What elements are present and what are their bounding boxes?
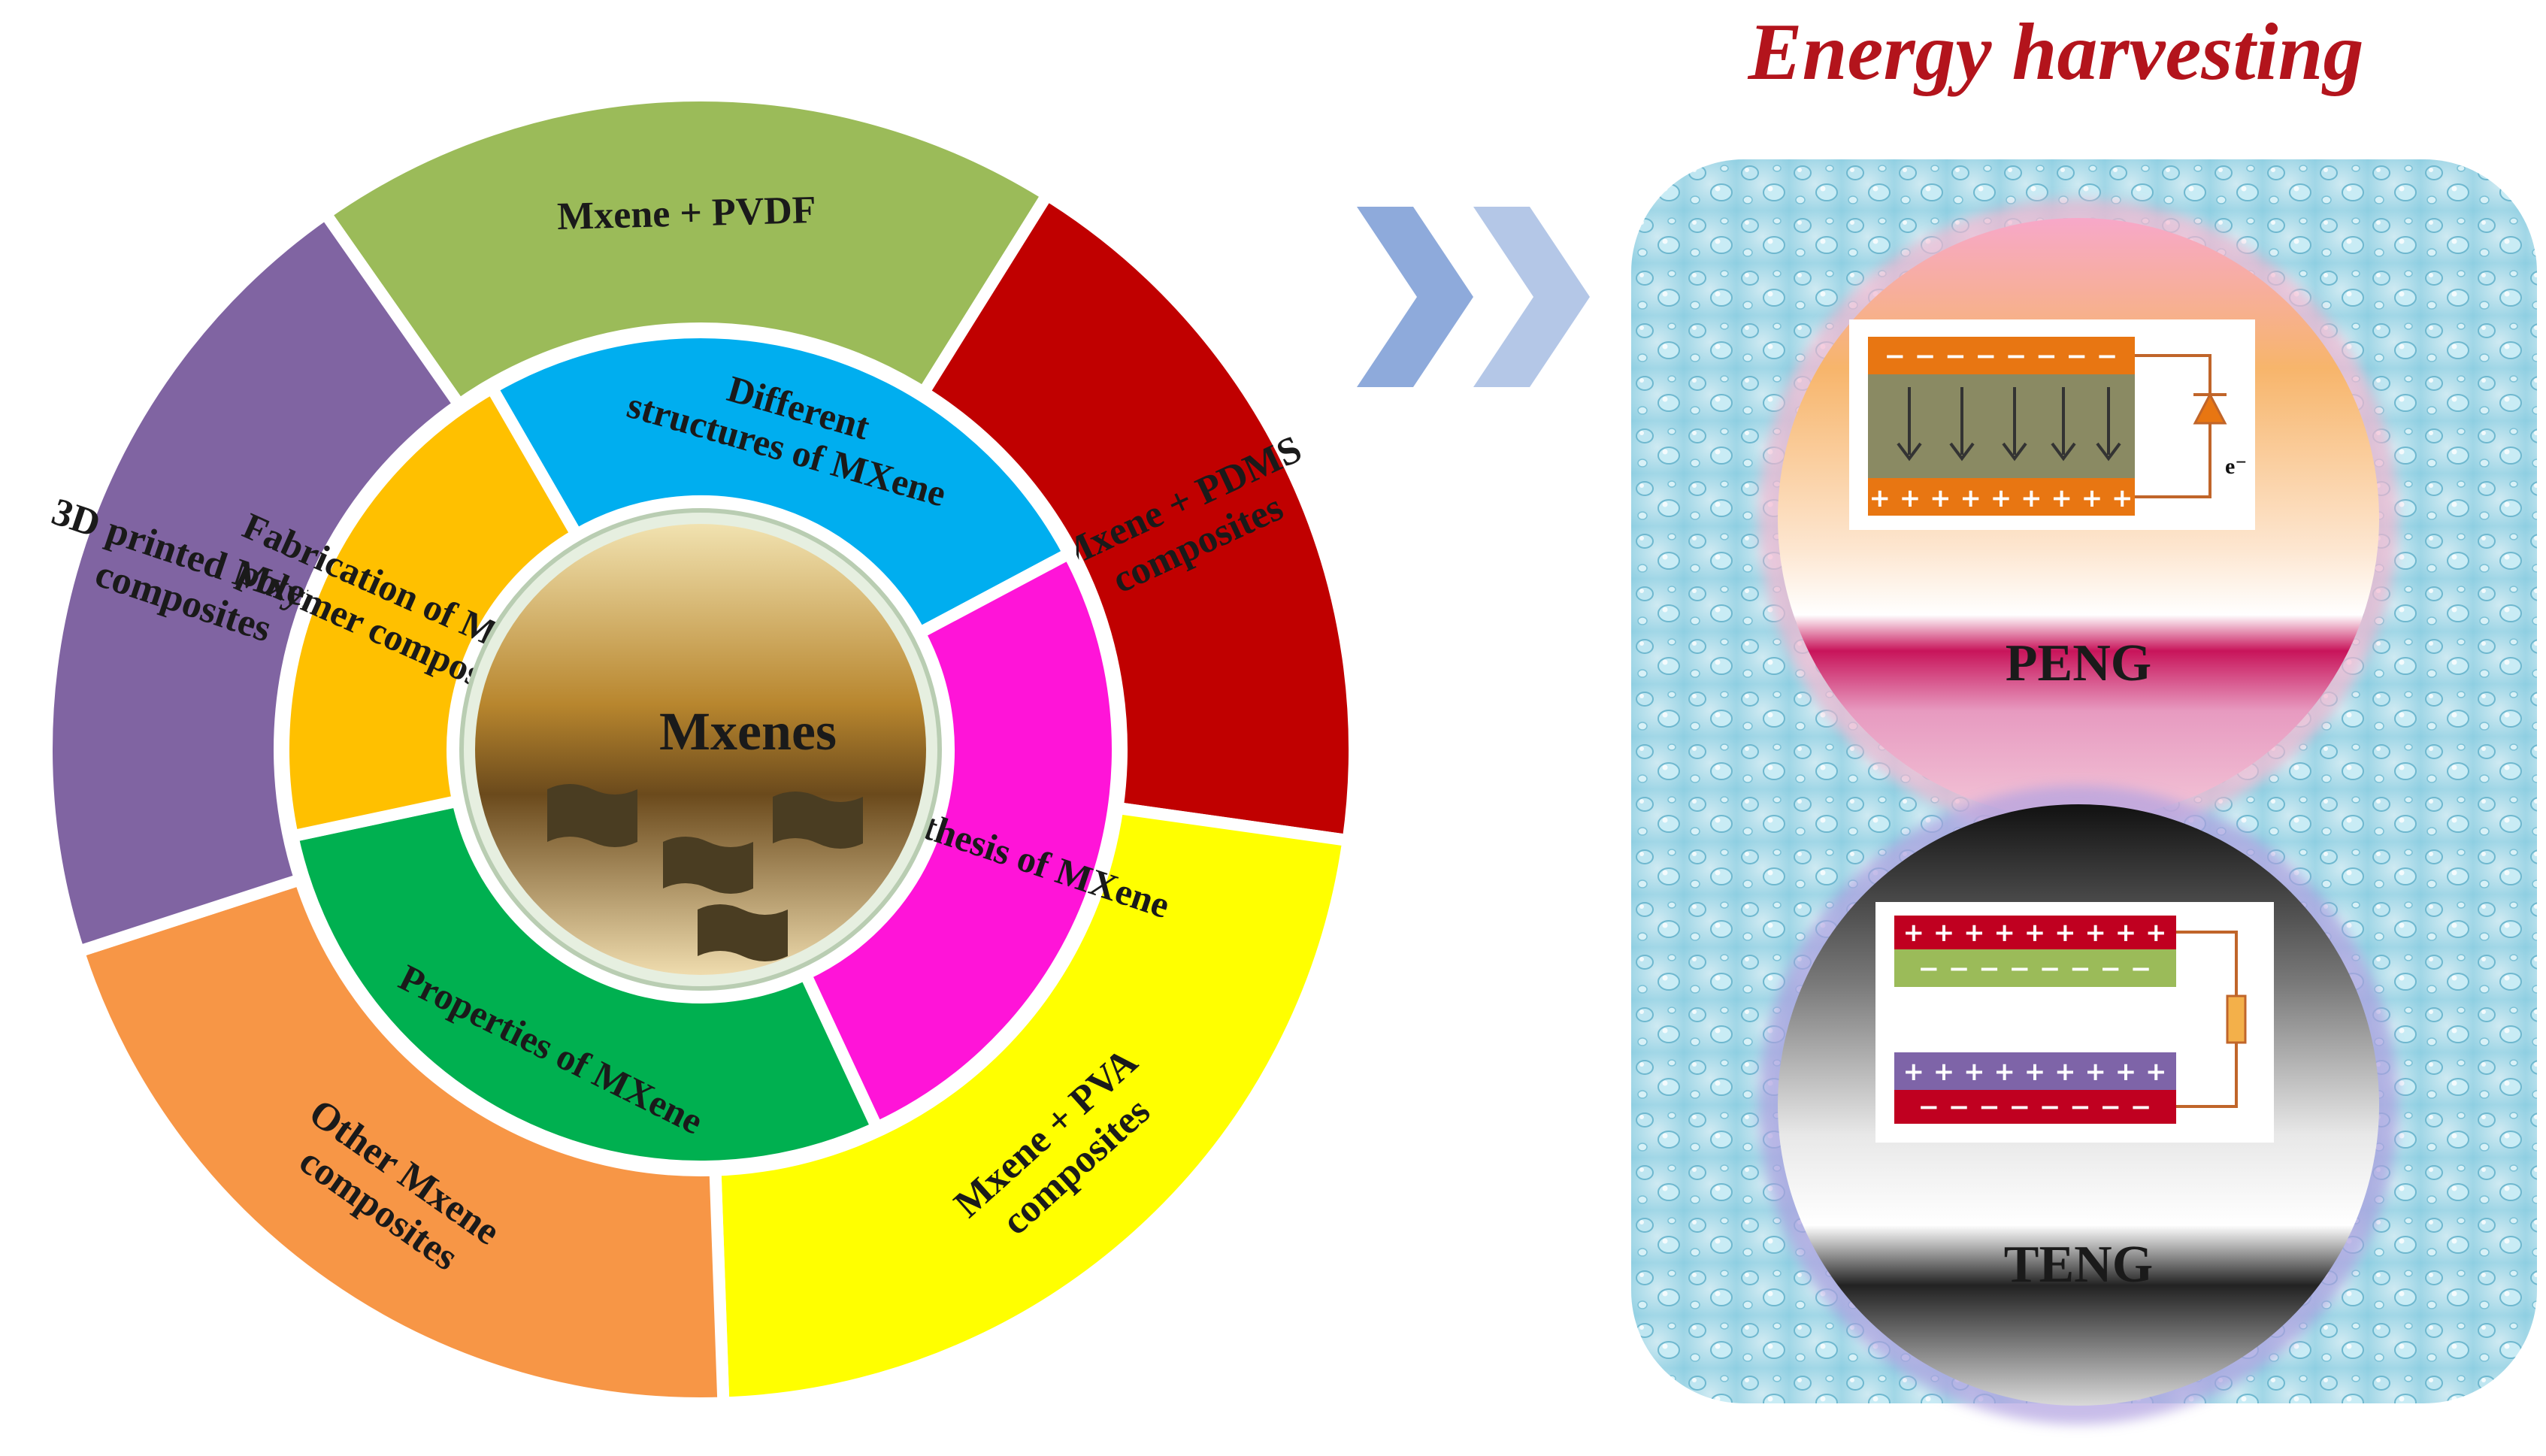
peng-electron-label: e⁻ bbox=[2225, 454, 2247, 479]
peng-generator: − − − − − − − − + + + + + + + + + e⁻ PEN… bbox=[1759, 199, 2398, 838]
force-arrows-icon bbox=[1897, 387, 2121, 462]
segment-synthesis bbox=[797, 545, 1124, 1136]
teng-layer1-charges: + + + + + + + + + bbox=[1903, 918, 2166, 948]
segment-label-pvdf: Mxene + PVDF bbox=[556, 189, 816, 238]
diode-icon bbox=[2193, 392, 2227, 425]
segment-structures bbox=[483, 325, 1077, 641]
teng-layer2-charges: − − − − − − − − bbox=[1918, 954, 2152, 984]
teng-layer3-charges: + + + + + + + + + bbox=[1903, 1057, 2166, 1087]
teng-generator: + + + + + + + + + − − − − − − − − + + + … bbox=[1759, 786, 2398, 1424]
segment-properties bbox=[285, 794, 885, 1173]
teng-label: TENG bbox=[2004, 1236, 2153, 1294]
mxene-flakes bbox=[547, 784, 863, 961]
center-label: Mxenes bbox=[659, 701, 837, 761]
peng-circuit-wire bbox=[2135, 354, 2211, 498]
segment-fabrication bbox=[277, 380, 585, 843]
panel-title: Energy harvesting bbox=[1747, 8, 2363, 97]
peng-label: PENG bbox=[2006, 634, 2151, 692]
chevron-arrows-icon bbox=[1357, 207, 1590, 387]
peng-bottom-charges: + + + + + + + + + bbox=[1869, 483, 2133, 513]
resistor-icon bbox=[2226, 994, 2247, 1044]
center-circle: Mxenes bbox=[459, 508, 942, 991]
teng-layer4-charges: − − − − − − − − bbox=[1918, 1092, 2152, 1122]
peng-top-charges: − − − − − − − − bbox=[1885, 341, 2118, 371]
energy-harvesting-panel: Energy harvesting − − − − − − − − + + + … bbox=[1631, 8, 2537, 1424]
